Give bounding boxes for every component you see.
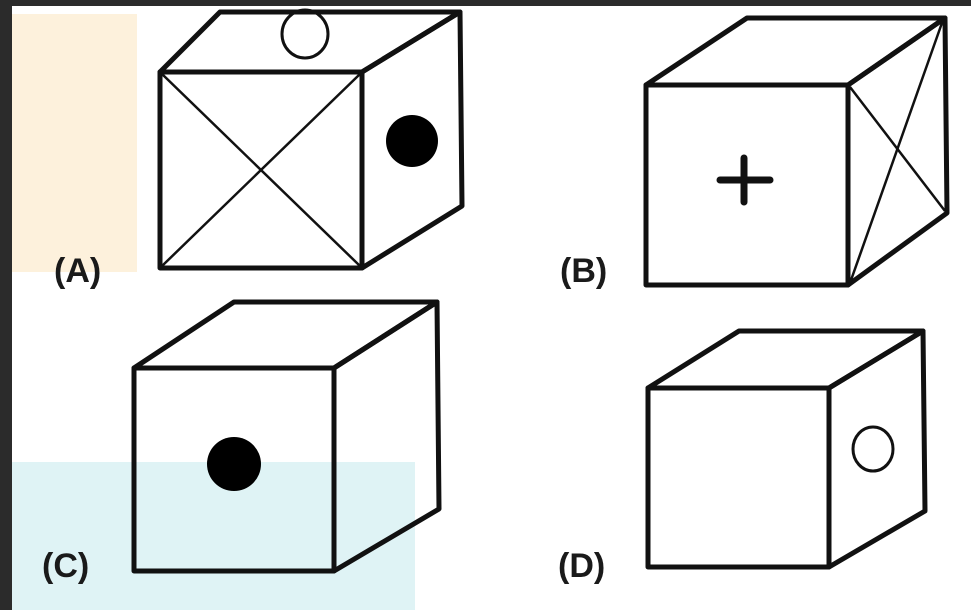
cube-b[interactable] (643, 15, 950, 288)
option-label-b: (B) (560, 252, 608, 290)
puzzle-canvas: (A) (B) (C) (D) (12, 6, 971, 610)
cube-a-side-filled-dot-icon (386, 115, 438, 167)
cube-d-side-face (826, 328, 928, 570)
window-frame-left (0, 0, 12, 610)
window-frame-top (0, 0, 971, 6)
cube-c-side-face (331, 299, 442, 574)
highlight-c (12, 462, 415, 610)
cube-a[interactable] (157, 8, 465, 271)
cube-c-top-face (131, 299, 440, 371)
cube-a-top-hollow-circle-icon (280, 8, 330, 60)
cube-a-front-x-cross-icon (161, 73, 361, 267)
cube-d-top-face (645, 328, 926, 391)
cube-c[interactable] (131, 299, 442, 574)
option-label-d: (D) (558, 547, 606, 585)
cube-b-side-face (845, 15, 950, 288)
cube-d-side-hollow-circle-icon (851, 425, 895, 473)
cubes-drawing (131, 8, 950, 574)
cube-d-front-face (645, 385, 832, 570)
option-label-a: (A) (54, 252, 102, 290)
cube-a-side-face (359, 9, 465, 271)
highlight-a (12, 14, 137, 272)
cube-b-front-plus-icon (716, 154, 774, 206)
option-label-c: (C) (42, 547, 90, 585)
cube-b-side-x-cross-icon (848, 19, 946, 284)
cube-c-front-filled-dot-icon (207, 437, 261, 491)
cube-d[interactable] (645, 328, 928, 570)
